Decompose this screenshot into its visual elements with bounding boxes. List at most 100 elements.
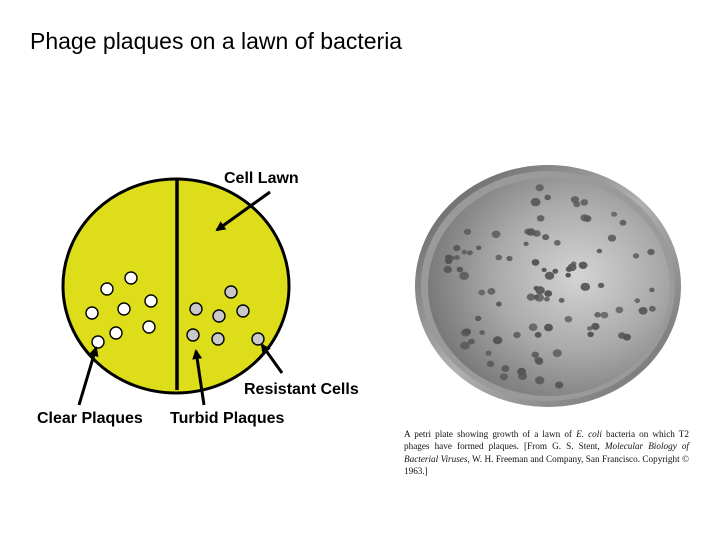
photo-plaque xyxy=(531,259,540,266)
photo-plaques-group xyxy=(443,184,656,389)
photo-plaque xyxy=(544,323,553,332)
photo-plaque xyxy=(597,282,605,289)
clear-plaque xyxy=(124,271,138,285)
turbid-plaque xyxy=(236,304,250,318)
photo-plaque xyxy=(485,350,492,356)
photo-plaque xyxy=(501,365,510,372)
photo-plaque xyxy=(535,286,545,295)
photo-plaque xyxy=(649,287,655,293)
clear-plaque xyxy=(91,335,105,349)
label-cell-lawn: Cell Lawn xyxy=(224,170,299,187)
photo-plaque xyxy=(578,261,588,269)
photo-plaque xyxy=(544,296,550,302)
photo-plaque xyxy=(499,373,508,381)
photo-plaque xyxy=(517,367,526,376)
photo-plaque xyxy=(587,326,593,331)
photo-plaque xyxy=(528,323,538,331)
photo-plaque xyxy=(580,282,591,291)
photo-plaque xyxy=(463,228,472,235)
clear-plaque xyxy=(109,326,123,340)
photo-plaque xyxy=(530,197,541,207)
photo-plaque xyxy=(526,228,536,236)
photo-plaque xyxy=(459,271,469,280)
photo-plaque xyxy=(591,322,600,331)
turbid-plaque xyxy=(211,332,225,346)
photo-plaque xyxy=(638,307,648,315)
photo-plaque xyxy=(535,184,544,192)
photo-plaque xyxy=(536,215,545,222)
photo-plaque xyxy=(491,230,501,238)
photo-plaque xyxy=(463,328,471,336)
photo-plaque xyxy=(565,272,571,278)
photo-plaque xyxy=(467,250,473,256)
photo-plaque xyxy=(534,331,542,338)
turbid-plaque xyxy=(189,302,203,316)
label-clear-plaques: Clear Plaques xyxy=(37,410,143,427)
photo-plaque xyxy=(611,211,618,217)
photo-plaque xyxy=(607,234,617,242)
petri-plate-photo xyxy=(412,162,684,412)
photo-plaque xyxy=(634,298,641,304)
photo-plaque xyxy=(456,266,464,273)
photo-plaque xyxy=(495,254,503,261)
photo-plaque xyxy=(523,241,529,246)
photo-plaque xyxy=(478,289,486,296)
photo-plaque xyxy=(461,249,467,255)
photo-plaque xyxy=(533,294,539,300)
caption-part-2: bacteria on which T2 phages have formed … xyxy=(404,429,690,452)
caption-organism: E. coli xyxy=(576,429,602,439)
turbid-plaque xyxy=(251,332,265,346)
photo-plaque xyxy=(453,245,461,252)
arrow-cell-lawn xyxy=(215,190,271,232)
photo-plaque xyxy=(476,245,482,251)
photo-plaque xyxy=(454,255,460,260)
turbid-plaques-group xyxy=(186,285,265,346)
photo-plaque xyxy=(544,194,551,201)
photo-plaque xyxy=(587,331,594,338)
photo-plaque xyxy=(647,248,655,256)
photo-plaque xyxy=(513,331,521,339)
photo-plaque xyxy=(544,290,553,297)
photo-plaque xyxy=(619,219,627,226)
photo-plaque xyxy=(552,268,559,274)
photo-plaque xyxy=(632,253,640,259)
slide-title: Phage plaques on a lawn of bacteria xyxy=(30,28,403,54)
photo-plaque xyxy=(552,349,562,357)
turbid-plaque xyxy=(212,309,226,323)
label-resistant-cells: Resistant Cells xyxy=(244,381,359,398)
arrow-turbid-plaques xyxy=(192,349,206,406)
photo-plaque xyxy=(506,255,513,262)
photo-plaque xyxy=(649,305,656,312)
arrow-resistant-cells xyxy=(260,343,284,374)
photo-plaque xyxy=(487,288,496,295)
photo-plaque xyxy=(486,360,495,367)
photo-plaque xyxy=(553,239,561,246)
clear-plaque xyxy=(100,282,114,296)
photo-plaque xyxy=(594,312,601,318)
caption-book-title: Molecular Biology of Bacterial Viruses xyxy=(404,441,689,464)
photo-plaque xyxy=(445,254,452,261)
turbid-plaque xyxy=(224,285,238,299)
photo-plaque xyxy=(475,315,482,322)
photo-plaque xyxy=(555,381,564,389)
photo-plaque xyxy=(531,351,539,358)
photo-plaque xyxy=(570,196,579,204)
photo-plaque xyxy=(460,341,470,350)
clear-plaque xyxy=(144,294,158,308)
photo-plaque xyxy=(541,267,547,273)
photo-plaque xyxy=(496,301,502,307)
photo-plaque xyxy=(615,306,624,314)
arrow-clear-plaques xyxy=(77,346,99,406)
photo-plaque xyxy=(542,234,550,241)
caption-part-3: , W. H. Freeman and Company, San Francis… xyxy=(404,453,690,477)
photo-caption: A petri plate showing growth of a lawn o… xyxy=(404,428,689,478)
photo-plaque xyxy=(544,271,555,280)
plate-agar xyxy=(428,178,670,396)
label-turbid-plaques: Turbid Plaques xyxy=(170,410,284,427)
caption-part-1: A petri plate showing growth of a lawn o… xyxy=(404,429,577,439)
photo-plaque xyxy=(492,336,503,345)
photo-plaque xyxy=(596,248,603,254)
photo-plaque xyxy=(600,311,609,319)
photo-plaque xyxy=(623,333,631,341)
